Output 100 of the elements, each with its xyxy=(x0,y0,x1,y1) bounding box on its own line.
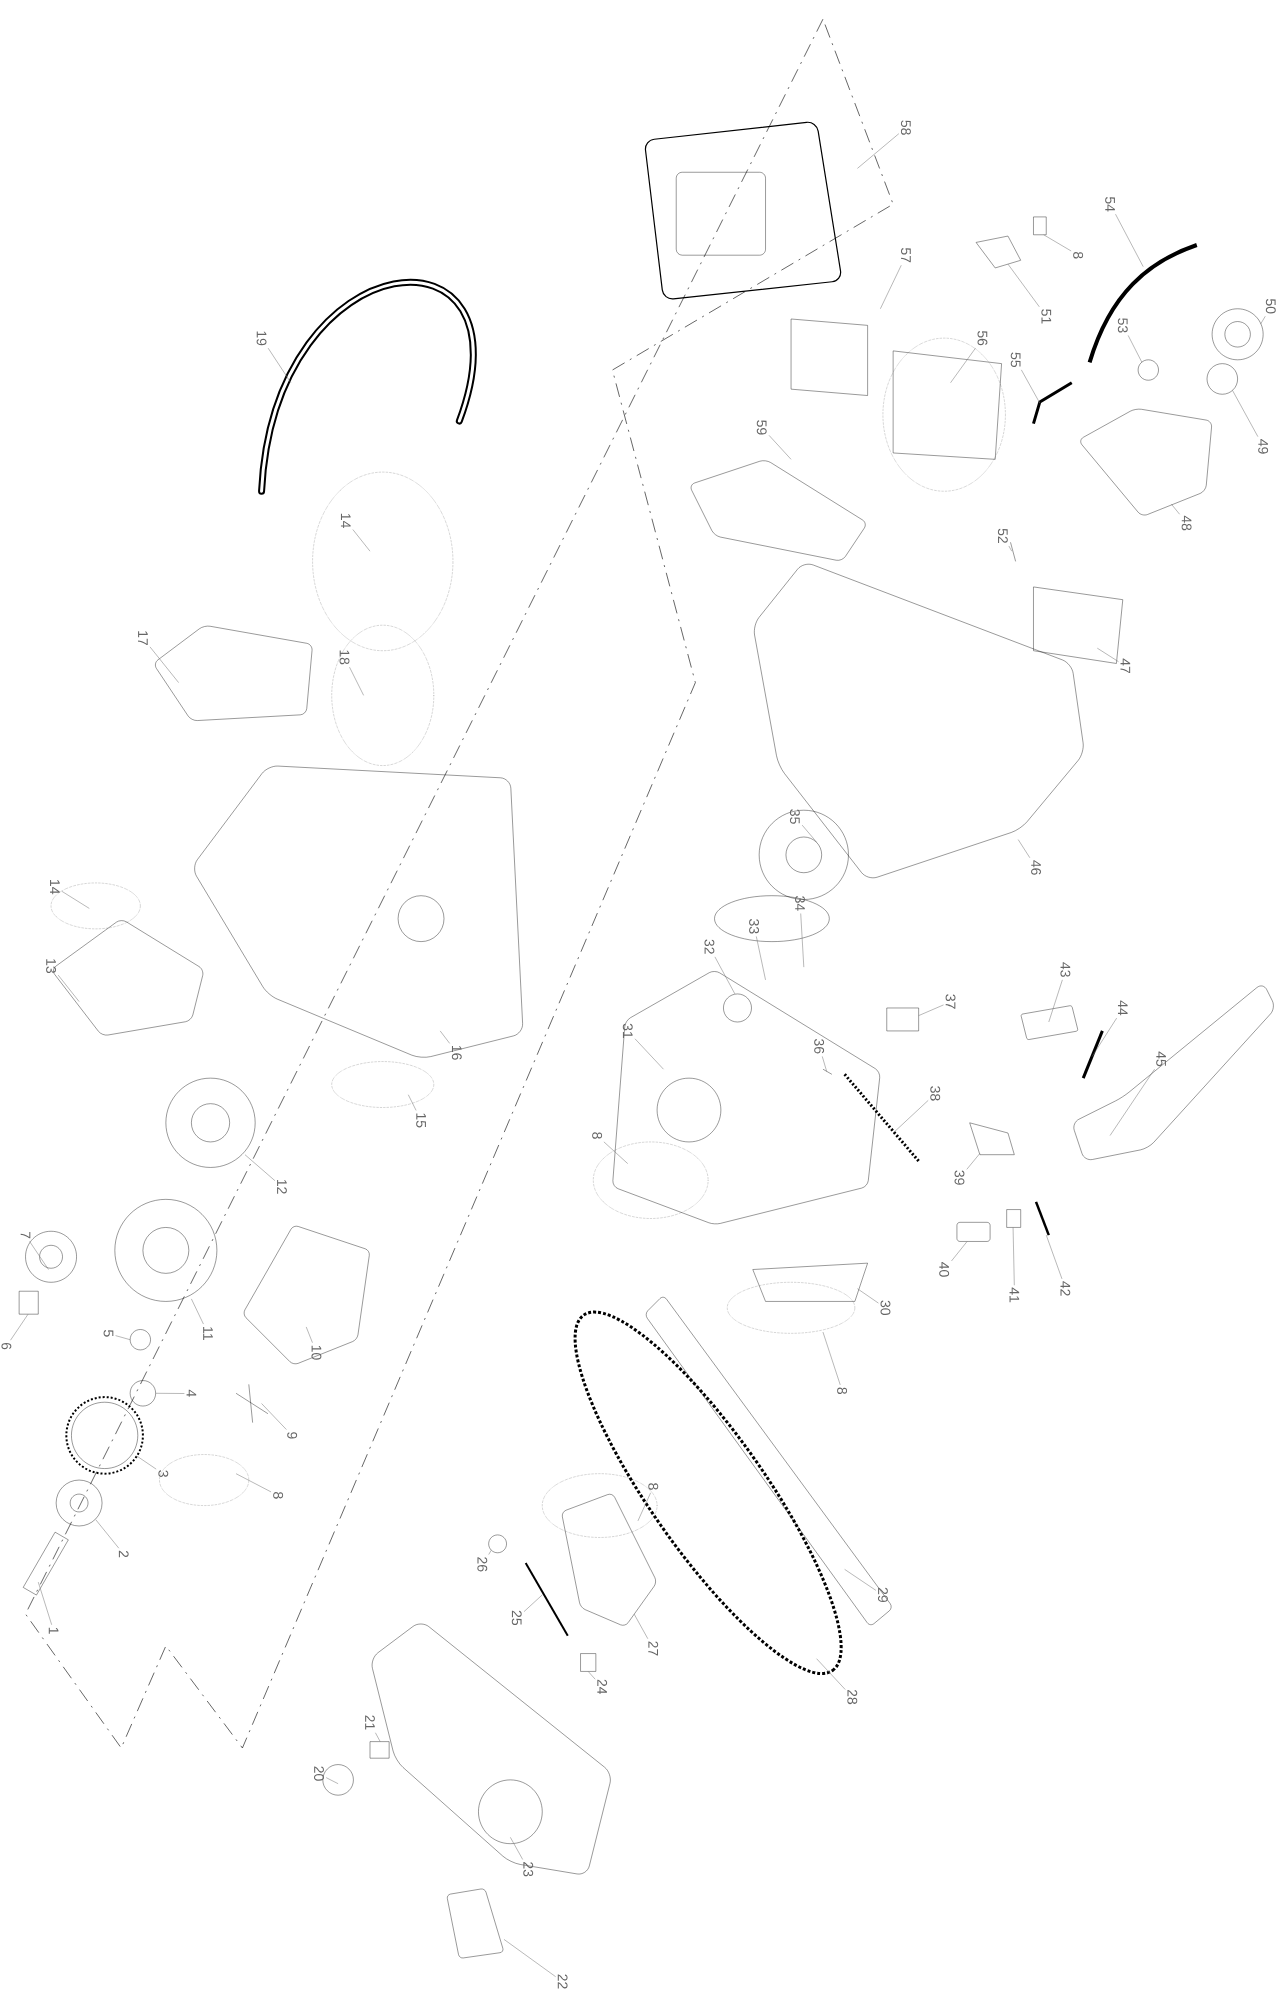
leader-line xyxy=(1048,979,1063,1023)
leader-line xyxy=(1171,503,1180,515)
callout-number: 55 xyxy=(1010,352,1021,367)
callout-number: 58 xyxy=(900,120,911,135)
callout-number: 53 xyxy=(1117,318,1128,333)
callout-number: 59 xyxy=(756,420,767,435)
callout-number: 50 xyxy=(1265,299,1276,314)
callout-number: 49 xyxy=(1258,439,1269,454)
callout-number: 41 xyxy=(1009,1287,1020,1303)
callout-number: 37 xyxy=(945,994,956,1009)
leader-line xyxy=(375,1732,381,1742)
leader-line xyxy=(1097,647,1119,662)
callout-number: 8 xyxy=(648,1483,659,1490)
callout-number: 8 xyxy=(592,1132,603,1139)
callout-number: 47 xyxy=(1120,658,1131,674)
leader-line xyxy=(61,891,90,909)
leader-line xyxy=(800,913,805,968)
leader-line xyxy=(1115,213,1144,267)
leader-line xyxy=(1046,1234,1063,1280)
leader-line xyxy=(1232,390,1259,437)
leader-line xyxy=(634,1038,664,1070)
callout-number: 51 xyxy=(1041,309,1052,324)
leader-line xyxy=(768,435,792,460)
callout-number: 17 xyxy=(138,631,148,646)
callout-number: 19 xyxy=(256,331,267,346)
callout-number: 21 xyxy=(365,1715,375,1730)
callout-number: 13 xyxy=(46,959,56,974)
leader-line xyxy=(349,666,364,696)
leader-line xyxy=(1017,839,1031,858)
leader-line xyxy=(1260,316,1266,325)
leader-line xyxy=(191,1298,204,1325)
callout-number: 52 xyxy=(997,528,1008,543)
leader-line xyxy=(439,1030,450,1044)
callout-number: 5 xyxy=(103,1330,114,1337)
callout-number: 9 xyxy=(287,1432,298,1439)
callout-number: 54 xyxy=(1105,196,1115,212)
callout-number: 34 xyxy=(795,896,805,911)
callout-number: 11 xyxy=(203,1327,213,1340)
leader-line xyxy=(38,1581,52,1626)
callout-number: 27 xyxy=(648,1641,659,1656)
callout-number: 8 xyxy=(273,1492,284,1499)
callout-number: 2 xyxy=(118,1550,129,1558)
leader-line xyxy=(603,1141,628,1164)
leader-line xyxy=(305,1326,313,1343)
callout-number: 4 xyxy=(186,1389,197,1397)
leader-line xyxy=(1012,1227,1015,1286)
callout-number: 29 xyxy=(877,1587,888,1602)
leader-line xyxy=(1091,1017,1117,1057)
callout-number: 28 xyxy=(847,1689,858,1705)
leader-line xyxy=(857,133,900,169)
leader-line xyxy=(1021,369,1041,404)
leader-line xyxy=(857,1288,879,1304)
leader-line xyxy=(714,956,736,995)
leader-line xyxy=(503,1939,556,1977)
callout-number: 38 xyxy=(930,1086,941,1101)
callout-number: 14 xyxy=(50,880,60,895)
callout-number: 39 xyxy=(954,1170,965,1185)
leader-line xyxy=(95,1519,120,1549)
callout-number: 35 xyxy=(789,809,800,824)
leader-line xyxy=(1007,263,1040,308)
callout-number: 16 xyxy=(451,1045,462,1060)
leader-line xyxy=(950,347,976,384)
leader-line xyxy=(844,1569,877,1591)
leader-line xyxy=(633,1613,649,1639)
callout-number: 1 xyxy=(48,1627,59,1634)
leader-line xyxy=(1008,545,1013,552)
leader-line xyxy=(822,1056,828,1072)
leader-line xyxy=(29,1241,49,1270)
callout-number: 26 xyxy=(477,1557,488,1572)
leader-line xyxy=(244,1154,276,1181)
leader-line xyxy=(155,1393,185,1394)
callout-number: 23 xyxy=(523,1862,534,1877)
leader-line xyxy=(488,1550,492,1555)
leader-line xyxy=(267,347,292,384)
callout-number: 8 xyxy=(1073,251,1084,259)
callout-number: 7 xyxy=(20,1231,31,1239)
leader-line xyxy=(523,1594,543,1612)
callout-number: 45 xyxy=(1156,1051,1166,1067)
callout-number: 14 xyxy=(340,513,351,528)
leader-line xyxy=(235,1473,272,1493)
leader-line xyxy=(136,1455,157,1470)
callout-number: 30 xyxy=(880,1300,891,1316)
leader-line xyxy=(822,1331,841,1386)
leader-line xyxy=(816,1658,846,1690)
leader-line xyxy=(1127,335,1143,363)
callout-number: 43 xyxy=(1060,962,1071,977)
leader-line xyxy=(408,1094,417,1111)
callout-number: 10 xyxy=(311,1345,322,1360)
leader-line xyxy=(756,936,766,981)
leader-line xyxy=(966,1153,981,1170)
callout-number: 8 xyxy=(837,1387,848,1395)
leader-line xyxy=(115,1335,131,1340)
leader-line xyxy=(1109,1068,1155,1136)
leader-line xyxy=(918,1004,944,1016)
leader-line xyxy=(880,264,902,310)
callout-number: 18 xyxy=(339,650,350,665)
callout-number: 20 xyxy=(314,1766,324,1781)
callout-number: 42 xyxy=(1060,1281,1071,1296)
leader-line xyxy=(510,1837,523,1860)
callout-number: 24 xyxy=(597,1679,608,1695)
